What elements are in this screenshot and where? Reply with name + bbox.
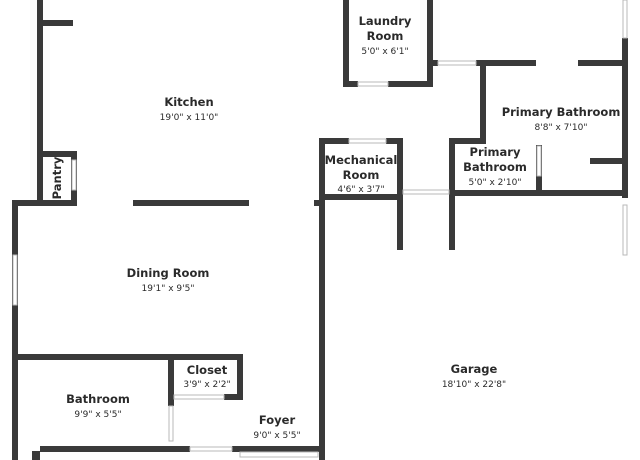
window-closet-bottom — [173, 394, 225, 400]
window-small-bath-right — [536, 145, 542, 177]
walls — [12, 0, 628, 460]
mechanical-room: Mechanical Room 4'6" x 3'7" — [325, 153, 398, 195]
window-mech-right — [402, 189, 450, 195]
window-bath-top — [437, 60, 477, 66]
wall-laundry-right — [427, 0, 433, 87]
wall-closet-right — [237, 354, 243, 400]
room-labels: Laundry Room 5'0" x 6'1" Kitchen 19'0" x… — [50, 14, 620, 441]
bathroom-name: Bathroom — [66, 392, 130, 406]
kitchen: Kitchen 19'0" x 11'0" — [160, 95, 219, 123]
foyer-name: Foyer — [259, 413, 296, 427]
closet: Closet 3'9" x 2'2" — [183, 363, 230, 390]
primary-bathroom-small-name-line2: Bathroom — [463, 160, 527, 174]
wall-bath-top-left — [427, 60, 438, 66]
wall-left-lower — [12, 200, 18, 460]
wall-mech-top-left — [319, 138, 349, 144]
wall-bath-top-mid — [476, 60, 536, 66]
wall-laundry-left — [343, 0, 349, 87]
wall-bath-top-right — [578, 60, 628, 66]
wall-garage-left — [319, 200, 325, 460]
wall-mech-top-right — [386, 138, 403, 144]
wall-bath-left — [480, 60, 486, 140]
window-bottom-mid — [189, 446, 233, 452]
mechanical-room-dims: 4'6" x 3'7" — [337, 185, 384, 195]
wall-closet-top — [168, 354, 243, 360]
window-mech-top — [348, 138, 387, 144]
wall-closet-bottom-right — [224, 394, 243, 400]
primary-bathroom-large-name: Primary Bathroom — [502, 105, 621, 119]
mechanical-room-name-line1: Mechanical — [325, 153, 398, 167]
dining-room-name: Dining Room — [127, 266, 210, 280]
dining-room-dims: 19'1" x 9'5" — [142, 284, 195, 294]
wall-stub-top-left — [37, 20, 73, 26]
wall-small-bath-left — [449, 138, 455, 196]
kitchen-name: Kitchen — [164, 95, 213, 109]
wall-bottom-right — [232, 446, 325, 452]
wall-garage-stub — [449, 190, 455, 250]
closet-name: Closet — [187, 363, 228, 377]
garage-dims: 18'10" x 22'8" — [442, 380, 506, 390]
wall-bottom-left-stub — [32, 451, 40, 460]
wall-pantry-top — [37, 151, 77, 157]
wall-mech-bottom — [319, 194, 403, 200]
laundry-room-dims: 5'0" x 6'1" — [361, 47, 408, 57]
wall-bottom-mid — [40, 446, 190, 452]
wall-right-outer — [622, 38, 628, 198]
foyer: Foyer 9'0" x 5'5" — [253, 413, 300, 441]
wall-laundry-bottom-left — [343, 81, 358, 87]
closet-dims: 3'9" x 2'2" — [183, 380, 230, 390]
wall-garage-left-stub — [314, 200, 325, 206]
bathroom-dims: 9'9" x 5'5" — [74, 410, 121, 420]
wall-dining-top-left — [12, 200, 77, 206]
window-front-door — [239, 451, 319, 458]
wall-bathroom-top — [12, 354, 174, 360]
kitchen-dims: 19'0" x 11'0" — [160, 113, 219, 123]
wall-small-bath-top — [449, 138, 486, 144]
pantry-name: Pantry — [50, 156, 64, 199]
laundry-room: Laundry Room 5'0" x 6'1" — [359, 14, 412, 57]
wall-left-upper — [37, 0, 43, 205]
window-right-top — [622, 0, 628, 39]
wall-bath-stub — [590, 158, 628, 164]
primary-bathroom-small-name-line1: Primary — [470, 145, 521, 159]
window-dining-left — [12, 254, 18, 306]
wall-small-bath-bottom — [449, 190, 628, 196]
window-pantry — [71, 159, 77, 191]
windows — [12, 0, 628, 458]
primary-bathroom-small-dims: 5'0" x 2'10" — [469, 178, 522, 188]
primary-bathroom-small: Primary Bathroom 5'0" x 2'10" — [463, 145, 527, 188]
laundry-room-name-line1: Laundry — [359, 14, 412, 28]
foyer-dims: 9'0" x 5'5" — [253, 431, 300, 441]
wall-kitchen-divider — [133, 200, 249, 206]
primary-bathroom-large-dims: 8'8" x 7'10" — [535, 123, 588, 133]
bathroom: Bathroom 9'9" x 5'5" — [66, 392, 130, 420]
primary-bathroom-large: Primary Bathroom 8'8" x 7'10" — [502, 105, 621, 133]
wall-closet-left — [168, 354, 174, 406]
garage-name: Garage — [451, 362, 498, 376]
window-bathroom-right — [168, 405, 174, 442]
window-laundry-bottom — [357, 81, 389, 87]
pantry: Pantry — [50, 156, 64, 199]
wall-mech-left — [319, 138, 325, 200]
dining-room: Dining Room 19'1" x 9'5" — [127, 266, 210, 294]
wall-laundry-bottom-right — [388, 81, 433, 87]
garage: Garage 18'10" x 22'8" — [442, 362, 506, 390]
mechanical-room-name-line2: Room — [343, 168, 380, 182]
window-garage-right — [622, 204, 628, 256]
laundry-room-name-line2: Room — [367, 29, 404, 43]
